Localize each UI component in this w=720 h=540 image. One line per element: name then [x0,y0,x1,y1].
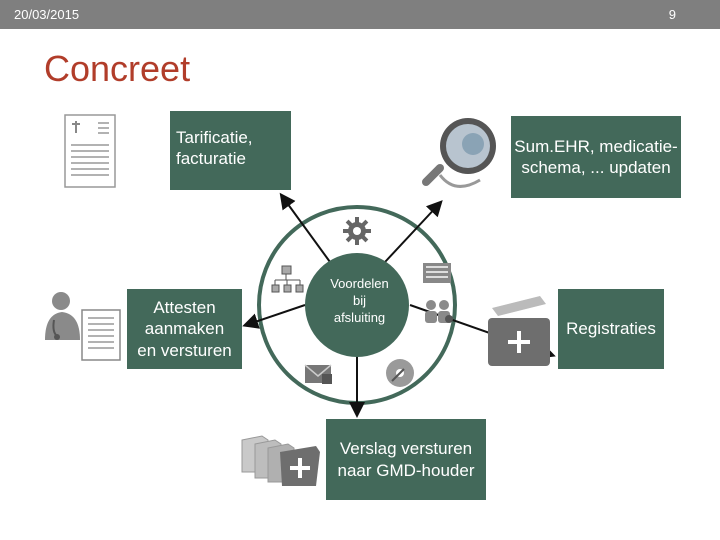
magnifier-icon [422,118,496,188]
arrow-sumehr [384,200,443,263]
slide-title: Concreet [44,48,191,89]
slide-date: 20/03/2015 [14,7,80,22]
box-attesten: Attesten aanmaken en versturen [127,289,242,369]
center-disc [305,253,409,357]
doctor-icon [45,292,121,361]
box-sumehr: Sum.EHR, medicatie- schema, ... updaten [511,116,681,198]
mail-icon [304,364,332,384]
hierarchy-icon [271,265,304,293]
box-verslag: Verslag versturen naar GMD-houder [326,419,486,500]
people-icon [425,300,453,323]
screen-icon [423,263,451,283]
arrow-tarificatie [279,192,331,263]
box-registraties: Registraties [558,289,664,369]
arrow-attesten [242,304,306,329]
cd-icon [386,359,414,387]
gear-icon [343,217,371,245]
slide-number: 9 [668,7,676,22]
center-label: Voordelen bij afsluiting [330,276,389,325]
box-tarificatie: Tarificatie, facturatie [170,111,291,190]
document-icon [64,114,116,188]
folders-icon [241,435,320,486]
briefcase-icon [488,296,550,366]
header-bar: 20/03/2015 9 [0,0,720,29]
